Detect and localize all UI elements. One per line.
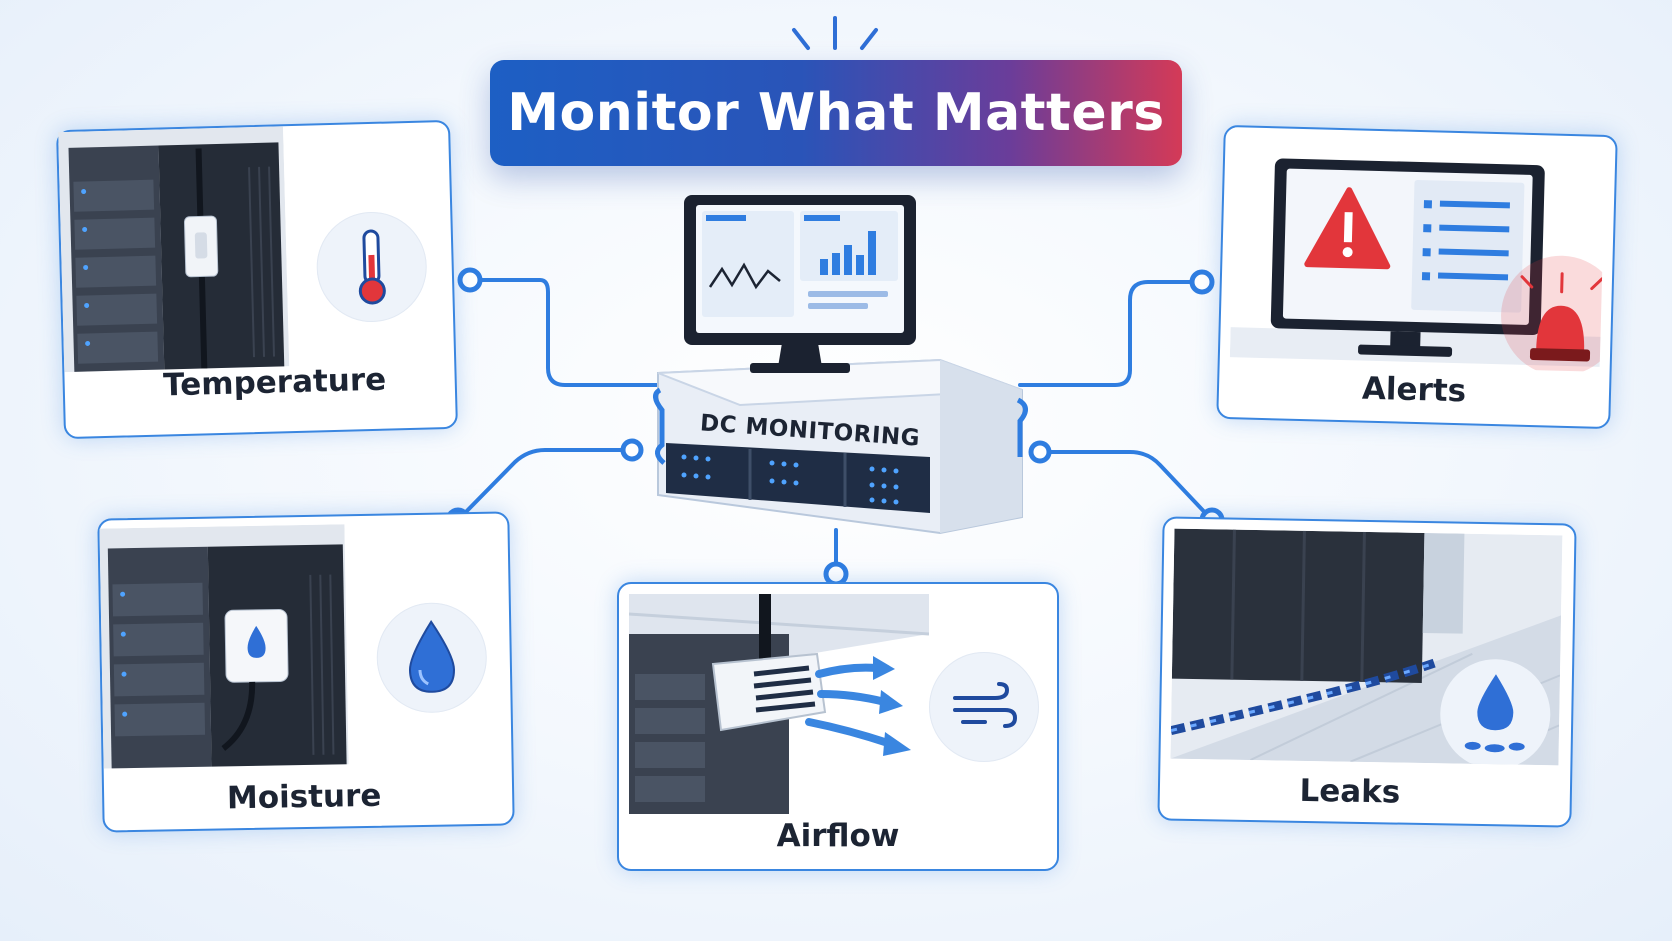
water-leak-icon <box>1477 674 1514 731</box>
card-label-moisture: Moisture <box>226 777 382 817</box>
hub-monitoring-station <box>653 195 1028 535</box>
card-alerts[interactable]: Alerts <box>1216 124 1618 430</box>
node-alerts <box>1189 269 1215 295</box>
wire-leaks <box>1038 450 1214 522</box>
water-drop-icon <box>408 619 455 693</box>
card-label-airflow: Airflow <box>776 818 900 854</box>
wire-moisture <box>456 448 634 522</box>
floor-leak-sensor-illustration <box>1170 528 1563 766</box>
page-title: Monitor What Matters <box>507 83 1165 143</box>
thermometer-badge <box>315 210 429 324</box>
node-airflow <box>823 561 849 587</box>
title-banner: Monitor What Matters <box>490 60 1182 166</box>
card-temperature[interactable]: Temperature <box>56 119 458 440</box>
wire-temperature <box>468 278 662 387</box>
wind-icon <box>953 682 1018 728</box>
alarm-beacon-icon <box>1536 305 1585 352</box>
airflow-sensor-illustration <box>629 594 929 814</box>
card-label-temperature: Temperature <box>162 361 387 404</box>
wire-alerts <box>1018 280 1204 387</box>
card-moisture[interactable]: Moisture <box>97 511 515 833</box>
sparkle-icon <box>792 16 878 50</box>
server-rack-illustration <box>58 126 290 373</box>
card-leaks[interactable]: Leaks <box>1157 516 1577 828</box>
node-temperature <box>457 267 483 293</box>
water-drop-badge <box>375 601 488 714</box>
card-label-alerts: Alerts <box>1361 370 1467 410</box>
wind-badge <box>929 652 1039 762</box>
node-hub-left <box>620 438 644 462</box>
card-label-leaks: Leaks <box>1299 772 1401 811</box>
card-airflow[interactable]: Airflow <box>617 582 1059 871</box>
rack-sensor-illustration <box>99 524 349 769</box>
node-hub-right <box>1028 440 1052 464</box>
thermometer-icon <box>358 229 386 305</box>
alert-monitor-illustration <box>1229 158 1606 372</box>
